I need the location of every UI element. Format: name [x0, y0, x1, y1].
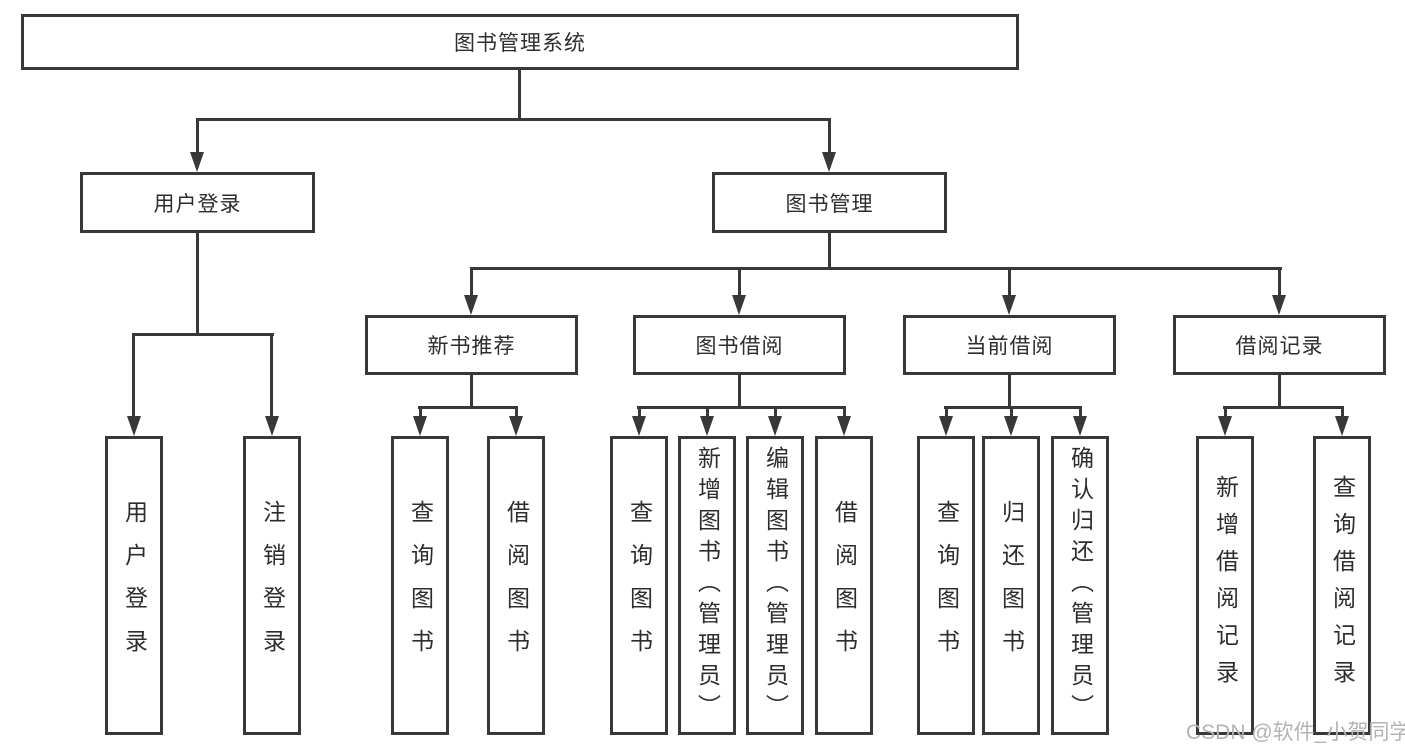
arrow-down-icon: [632, 416, 646, 436]
connector-group-stem: [738, 375, 741, 408]
leaf-query-books: 查询图书: [610, 436, 668, 735]
leaf-return-books: 归还图书: [982, 436, 1040, 735]
leaf-borrow-books: 借阅图书: [815, 436, 873, 735]
connector-to-book-mgmt: [828, 118, 831, 154]
connector-level2-bar: [196, 118, 831, 121]
arrow-down-icon: [768, 416, 782, 436]
leaf-logout: 注销登录: [243, 436, 301, 735]
node-borrow-records: 借阅记录: [1173, 315, 1386, 375]
arrow-down-icon: [1272, 295, 1286, 315]
connector-to-leaf: [270, 333, 273, 417]
connector-to-leaf: [1341, 406, 1344, 418]
node-book-mgmt-branch: 图书管理: [712, 172, 947, 233]
connector-to-user-login: [196, 118, 199, 154]
connector-user-login-stem: [196, 233, 199, 335]
node-new-books: 新书推荐: [365, 315, 578, 375]
connector-to-leaf: [1010, 406, 1013, 418]
arrow-down-icon: [939, 416, 953, 436]
arrow-down-icon: [1218, 416, 1232, 436]
connector-to-leaf: [1079, 406, 1082, 418]
connector-to-leaf: [638, 406, 641, 418]
arrow-down-icon: [464, 295, 478, 315]
arrow-down-icon: [509, 416, 523, 436]
node-user-login-branch: 用户登录: [80, 172, 315, 233]
arrow-down-icon: [1073, 416, 1087, 436]
leaf-query-borrow-record: 查询借阅记录: [1313, 436, 1371, 735]
arrow-down-icon: [265, 416, 279, 436]
connector-to-leaf: [843, 406, 846, 418]
leaf-query-books: 查询图书: [917, 436, 975, 735]
connector-to-leaf: [132, 333, 135, 417]
connector-to-leaf: [419, 406, 422, 418]
arrow-down-icon: [732, 295, 746, 315]
connector-to-current-borrow: [1008, 267, 1011, 297]
connector-to-leaf: [515, 406, 518, 418]
node-library-system-root: 图书管理系统: [21, 14, 1019, 70]
connector-group-stem: [1008, 375, 1011, 408]
arrow-down-icon: [1002, 295, 1016, 315]
node-current-borrow: 当前借阅: [903, 315, 1116, 375]
connector-to-leaf: [706, 406, 709, 418]
node-book-borrow: 图书借阅: [633, 315, 846, 375]
connector-group-bar: [944, 406, 1082, 409]
arrow-down-icon: [190, 152, 204, 172]
csdn-watermark: CSDN @软件_小贺同学: [1186, 721, 1405, 744]
arrow-down-icon: [127, 416, 141, 436]
leaf-add-borrow-record: 新增借阅记录: [1196, 436, 1254, 735]
connector-group-bar: [418, 406, 518, 409]
connector-group-stem: [1278, 375, 1281, 408]
connector-to-borrow-records: [1278, 267, 1281, 297]
arrow-down-icon: [700, 416, 714, 436]
connector-level3-bar: [470, 267, 1282, 270]
connector-to-leaf: [945, 406, 948, 418]
arrow-down-icon: [1335, 416, 1349, 436]
leaf-edit-books-admin: 编辑图书（管理员）: [746, 436, 804, 735]
leaf-user-login: 用户登录: [105, 436, 163, 735]
arrow-down-icon: [822, 152, 836, 172]
connector-group-bar: [637, 406, 846, 409]
leaf-query-books: 查询图书: [391, 436, 449, 735]
connector-book-mgmt-stem: [828, 233, 831, 269]
connector-group-stem: [470, 375, 473, 408]
connector-to-book-borrow: [738, 267, 741, 297]
connector-to-leaf: [774, 406, 777, 418]
connector-to-new-books: [470, 267, 473, 297]
leaf-borrow-books: 借阅图书: [487, 436, 545, 735]
arrow-down-icon: [837, 416, 851, 436]
leaf-add-books-admin: 新增图书（管理员）: [678, 436, 736, 735]
arrow-down-icon: [413, 416, 427, 436]
connector-root-stem: [518, 70, 521, 120]
arrow-down-icon: [1004, 416, 1018, 436]
connector-group-bar: [1223, 406, 1344, 409]
connector-user-login-bar: [132, 333, 274, 336]
connector-to-leaf: [1224, 406, 1227, 418]
leaf-confirm-return-admin: 确认归还（管理员）: [1051, 436, 1109, 735]
